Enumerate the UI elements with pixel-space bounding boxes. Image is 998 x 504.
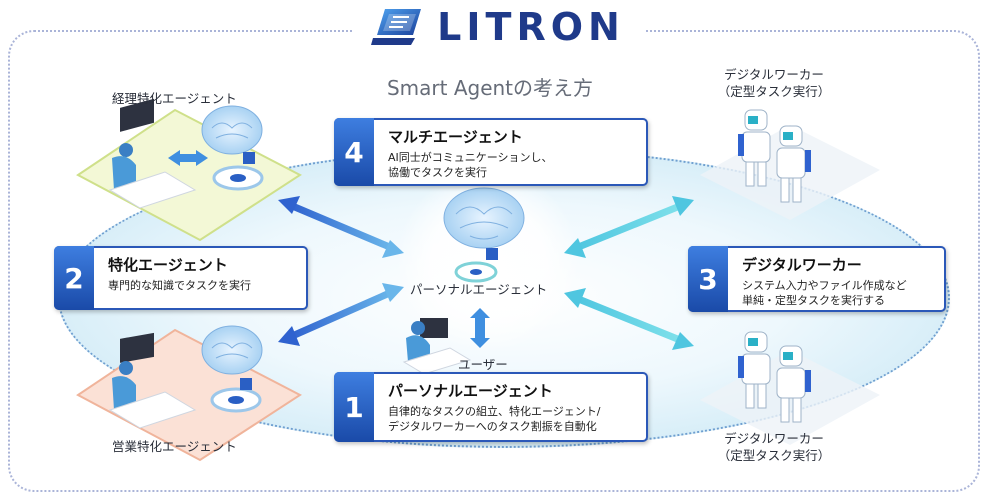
caption-worker-top: デジタルワーカー （定型タスク実行） [706,66,842,100]
box-description: AI同士がコミュニケーションし、 協働でタスクを実行 [388,150,553,180]
arrow-center-to-worker-bottom [564,288,694,350]
brain-icon [443,187,525,249]
double-arrow-icon [470,308,490,348]
box-specialized-agent: 2 特化エージェント 専門的な知識でタスクを実行 [54,246,308,310]
box-title: パーソナルエージェント [388,382,553,400]
box-number: 1 [334,372,374,442]
brand-name: LITRON [437,5,625,49]
box-title: デジタルワーカー [742,256,862,274]
box-description-line: 単純・定型タスクを実行する [742,294,885,307]
arrow-center-to-sales [278,283,404,346]
arrow-center-to-accounting [278,196,404,258]
robot-icon [738,331,771,409]
box-description-line: 自律的なタスクの組立、特化エージェント/ [388,405,601,418]
caption-worker-bottom-line2: （定型タスク実行） [717,448,831,463]
arrow-center-to-worker-top [564,196,694,258]
box-description: 専門的な知識でタスクを実行 [108,278,251,293]
box-multi-agent: 4 マルチエージェント AI同士がコミュニケーションし、 協働でタスクを実行 [334,118,648,186]
double-arrow-icon [168,150,208,166]
caption-personal-agent: パーソナルエージェント [410,282,548,297]
robot-icon [776,125,811,203]
user-at-desk-icon [108,98,197,209]
box-description-line: デジタルワーカーへのタスク割振を自動化 [388,420,597,433]
personal-agent-center [402,187,525,375]
brand-logo: LITRON [352,2,644,52]
box-personal-agent: 1 パーソナルエージェント 自律的なタスクの組立、特化エージェント/ デジタルワ… [334,372,648,442]
box-description-line: システム入力やファイル作成など [742,279,907,292]
laptop-logo-icon [371,9,422,45]
box-title: 特化エージェント [108,256,228,274]
accounting-agent-scene [76,98,302,242]
user-at-desk-icon [108,332,197,429]
box-digital-worker: 3 デジタルワーカー システム入力やファイル作成など 単純・定型タスクを実行する [688,246,946,312]
box-title: マルチエージェント [388,128,523,146]
box-number: 2 [54,246,94,310]
robot-icon [738,109,771,187]
caption-worker-bottom: デジタルワーカー （定型タスク実行） [706,430,842,464]
box-number: 3 [688,246,728,312]
caption-worker-top-line2: （定型タスク実行） [717,84,831,99]
box-description: 自律的なタスクの組立、特化エージェント/ デジタルワーカーへのタスク割振を自動化 [388,404,601,434]
caption-user: ユーザー [458,357,508,372]
caption-worker-top-line1: デジタルワーカー [724,67,824,82]
brain-icon [201,325,263,375]
box-description: システム入力やファイル作成など 単純・定型タスクを実行する [742,278,907,308]
user-at-desk-icon [402,318,472,375]
caption-accounting-agent: 経理特化エージェント [112,91,237,106]
digital-worker-top-scene [700,109,880,220]
box-number: 4 [334,118,374,186]
caption-worker-bottom-line1: デジタルワーカー [724,431,824,446]
caption-sales-agent: 営業特化エージェント [112,439,237,454]
digital-worker-bottom-scene [700,331,880,445]
robot-icon [776,345,811,423]
sales-agent-scene [76,325,302,462]
diagram-subtitle: Smart Agentの考え方 [386,76,594,100]
brain-icon [201,105,263,155]
box-description-line: 協働でタスクを実行 [388,166,487,179]
box-description-line: 専門的な知識でタスクを実行 [108,279,251,292]
box-description-line: AI同士がコミュニケーションし、 [388,151,553,164]
